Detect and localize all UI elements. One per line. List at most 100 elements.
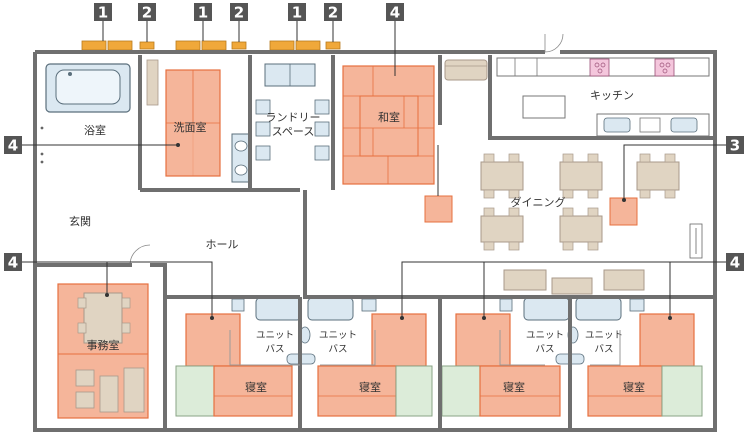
dining: ダイニング: [424, 153, 703, 259]
office-sofa: [123, 367, 145, 413]
badge-1-label: 1: [98, 4, 108, 22]
entrance-label: 玄関: [69, 214, 91, 228]
badge-1-label: 1: [198, 4, 208, 22]
badge-4: [386, 3, 404, 21]
dining-table: [636, 161, 680, 191]
marker-1a: [81, 40, 107, 51]
office: 事務室: [57, 283, 149, 419]
badge-4-label: 4: [390, 4, 400, 22]
laundry-space: ランドリー スペース: [255, 63, 330, 161]
marker-1b: [107, 40, 133, 51]
marker-1b: [295, 40, 321, 51]
hall-label: ホール: [206, 238, 239, 251]
walls: [33, 50, 717, 432]
bench: [603, 269, 645, 291]
laundry-stool: [255, 121, 271, 137]
bathtub-inner: [55, 69, 121, 105]
badge-2-label: 2: [328, 4, 338, 22]
badge-2-label: 2: [142, 4, 152, 22]
bedroom-label: 寝室: [245, 380, 267, 394]
badge-4: [4, 253, 22, 271]
badge-1-label: 1: [292, 4, 302, 22]
marker-2: [139, 41, 155, 50]
unit-bath-label: バス: [328, 344, 347, 355]
dining-label: ダイニング: [511, 195, 566, 209]
dining-table: [559, 161, 603, 191]
badge-1: [194, 3, 212, 21]
bedroom-4: 寝室: [587, 313, 703, 417]
laundry-stool: [255, 99, 271, 115]
unit-bath-label: ユニット: [526, 330, 564, 341]
washitsu-label: 和室: [378, 110, 400, 124]
bedroom-label: 寝室: [623, 380, 645, 394]
tatami-area: [342, 65, 435, 185]
office-desk: [83, 292, 123, 344]
washroom-shelf: [146, 59, 159, 106]
laundry-label-line2: スペース: [272, 125, 315, 138]
bedroom-2: 寝室: [317, 313, 433, 417]
bed: [317, 365, 397, 417]
badge-4-label: 4: [8, 254, 18, 272]
marker-1a: [175, 40, 201, 51]
sink-icon: [670, 117, 698, 133]
marker-1a: [269, 40, 295, 51]
unit-bath-label: ユニット: [256, 330, 294, 341]
bathtub-drain: [68, 72, 72, 76]
washroom: 洗面室: [146, 59, 251, 183]
bed: [213, 365, 293, 417]
kitchen: キッチン: [444, 57, 710, 137]
wash-basin: [234, 164, 248, 176]
dining-mat: [424, 195, 453, 223]
wash-basin: [234, 140, 248, 152]
dining-table: [480, 161, 524, 191]
bed: [587, 365, 663, 417]
marker-2: [231, 41, 247, 50]
bedroom-3: 寝室: [441, 298, 561, 417]
laundry-stool: [314, 99, 330, 115]
closet: [661, 365, 703, 417]
bedroom-label: 寝室: [359, 380, 381, 394]
badge-2: [324, 3, 342, 21]
dining-table: [559, 215, 603, 243]
closet: [175, 365, 215, 417]
badge-4-label: 4: [730, 254, 740, 272]
thin-walls: [229, 330, 621, 366]
bench: [503, 269, 547, 291]
kitchen-sofa: [444, 59, 488, 81]
marker-group-1: [81, 40, 341, 51]
stove-icon: [654, 58, 675, 77]
marker-2: [325, 41, 341, 50]
bath-room: 浴室: [40, 63, 131, 164]
office-label: 事務室: [87, 338, 120, 352]
badge-3-label: 3: [730, 137, 740, 155]
badge-3: [726, 136, 744, 154]
unit-bath-label: バス: [535, 344, 554, 355]
badge-4: [4, 136, 22, 154]
bedroom-label: 寝室: [503, 380, 525, 394]
badge-4-label: 4: [8, 137, 18, 155]
office-table: [99, 375, 119, 413]
kitchen-label: キッチン: [590, 89, 634, 102]
badge-4: [726, 253, 744, 271]
office-chair: [75, 369, 95, 387]
number-badges: 1 2 1 2 1 2 4 4 3 4 4: [4, 3, 744, 272]
kitchen-island: [522, 95, 566, 119]
closet: [395, 365, 433, 417]
bath-label: 浴室: [84, 123, 106, 137]
bedroom-1: 寝室: [175, 298, 293, 417]
stove-icon: [589, 58, 610, 77]
laundry-label-line1: ランドリー: [266, 111, 321, 124]
unit-bath-label: バス: [594, 344, 613, 355]
office-chair: [75, 391, 95, 409]
callout-lines: [22, 21, 738, 318]
unit-bath-label: バス: [265, 344, 284, 355]
sink-icon: [603, 117, 631, 133]
unit-bath-label: ユニット: [319, 330, 357, 341]
marker-1b: [201, 40, 227, 51]
dining-table: [480, 215, 524, 243]
badge-2: [230, 3, 248, 21]
badge-2-label: 2: [234, 4, 244, 22]
bed: [479, 365, 561, 417]
laundry-stool: [255, 145, 271, 161]
